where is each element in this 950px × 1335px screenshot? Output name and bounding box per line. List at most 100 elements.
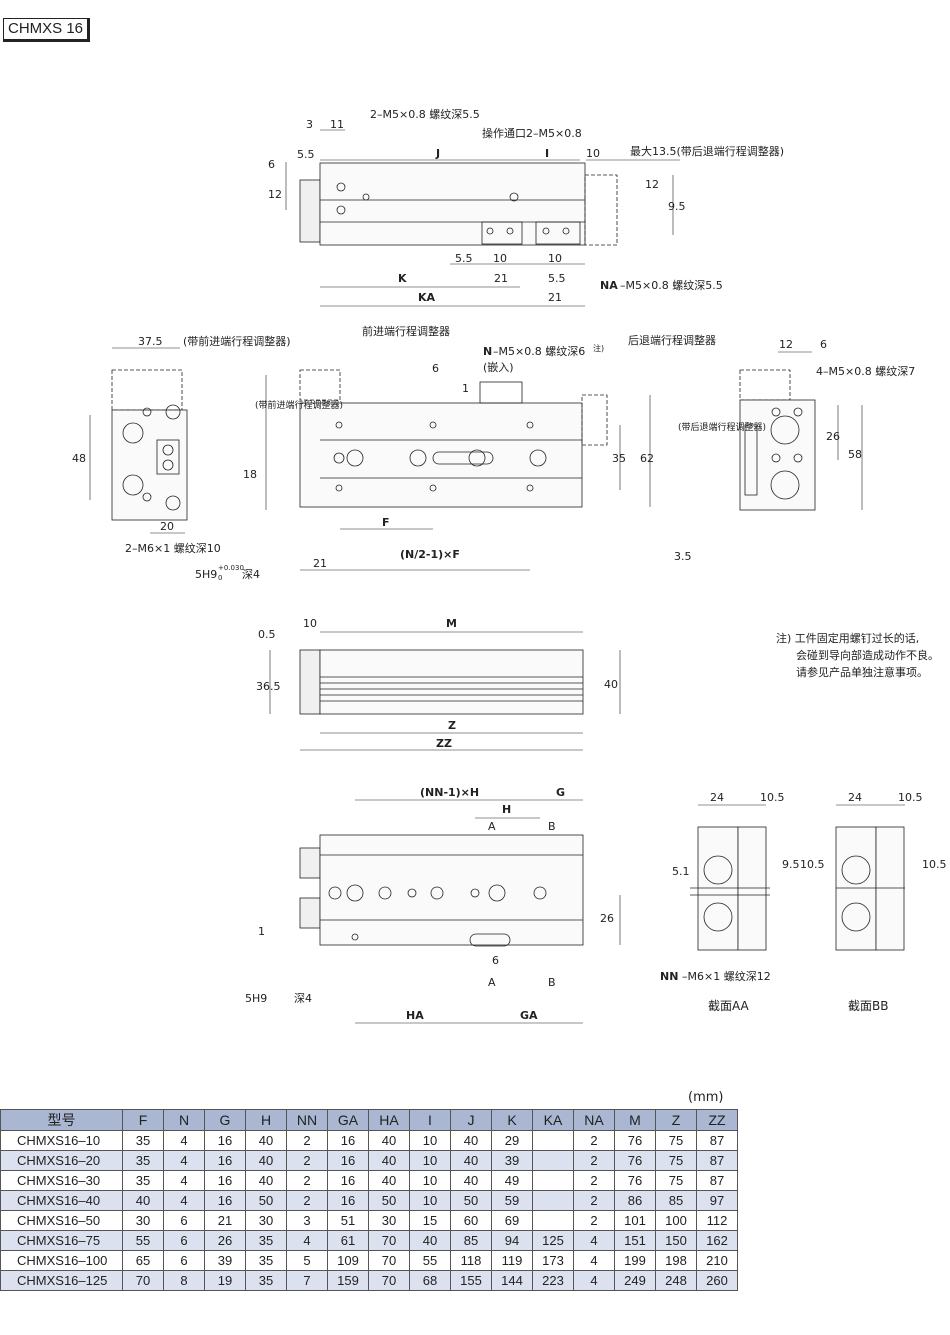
dim-35: 35 — [612, 452, 626, 465]
section-aa-outline — [690, 804, 770, 951]
dim-26b: 26 — [600, 912, 614, 925]
sec-dim-24b: 24 — [848, 791, 862, 804]
dim-5.5: 5.5 — [297, 148, 315, 161]
dim-GA: GA — [520, 1009, 538, 1022]
table-cell-model: CHMXS16–100 — [0, 1250, 123, 1271]
dim-1b: 1 — [258, 925, 265, 938]
vert-note-left: (带前进端行程调整器) — [255, 399, 343, 411]
table-cell: 65 — [122, 1250, 164, 1271]
dim-ZZ: ZZ — [436, 737, 452, 750]
dim-0.5: 0.5 — [258, 628, 276, 641]
table-cell: 49 — [491, 1170, 533, 1191]
table-cell: 69 — [491, 1210, 533, 1231]
note-line-3: 请参见产品单独注意事项。 — [796, 665, 928, 679]
table-cell: 75 — [655, 1150, 697, 1171]
table-cell: 16 — [327, 1170, 369, 1191]
col-HA: HA — [368, 1109, 410, 1131]
table-cell: 2 — [573, 1190, 615, 1211]
table-cell: 87 — [696, 1150, 738, 1171]
col-model: 型号 — [0, 1109, 123, 1131]
table-cell: 2 — [286, 1130, 328, 1151]
table-cell: 87 — [696, 1130, 738, 1151]
dim-12b: 12 — [645, 178, 659, 191]
table-cell: 101 — [614, 1210, 656, 1231]
unit-label: (mm) — [688, 1090, 724, 1105]
table-cell: 50 — [450, 1190, 492, 1211]
sec-dim-9.5: 9.5 — [782, 858, 800, 871]
sec-dim-24a: 24 — [710, 791, 724, 804]
table-cell: 2 — [573, 1130, 615, 1151]
table-cell: 4 — [573, 1230, 615, 1251]
dim-Z: Z — [448, 719, 456, 732]
top-view-outline — [299, 162, 618, 246]
note-line-2: 会碰到导向部造成动作不良。 — [796, 648, 939, 662]
dim-J: J — [435, 147, 440, 160]
dim-10b: 10 — [493, 252, 507, 265]
table-cell: 35 — [245, 1250, 287, 1271]
table-cell: 70 — [122, 1270, 164, 1291]
table-cell: 85 — [450, 1230, 492, 1251]
section-bb-outline — [835, 804, 905, 951]
table-cell: 39 — [204, 1250, 246, 1271]
dim-36.5: 36.5 — [256, 680, 281, 693]
dim-B-bottom: B — [548, 976, 556, 989]
col-J: J — [450, 1109, 492, 1131]
tol-upper-front: +0.030 — [218, 564, 244, 572]
table-cell: 40 — [450, 1150, 492, 1171]
table-cell: 75 — [655, 1170, 697, 1191]
table-cell-model: CHMXS16–20 — [0, 1150, 123, 1171]
table-cell: 10 — [409, 1190, 451, 1211]
rear-adjuster-label: 后退端行程调整器 — [628, 333, 716, 347]
dim-M: M — [446, 617, 457, 630]
dim-10: 10 — [586, 147, 600, 160]
table-cell — [532, 1150, 574, 1171]
col-G: G — [204, 1109, 246, 1131]
dim-10d: 10 — [303, 617, 317, 630]
table-cell: 87 — [696, 1170, 738, 1191]
front-center-outline — [299, 369, 608, 508]
table-cell-model: CHMXS16–50 — [0, 1210, 123, 1231]
table-cell: 6 — [163, 1210, 205, 1231]
dim-KA: KA — [418, 291, 436, 304]
table-cell: 2 — [573, 1170, 615, 1191]
table-cell: 30 — [245, 1210, 287, 1231]
table-cell: 223 — [532, 1270, 574, 1291]
table-header-row: 型号 F N G H NN GA HA I J K KA NA M Z ZZ — [0, 1109, 738, 1131]
table-cell: 112 — [696, 1210, 738, 1231]
table-cell: 16 — [327, 1150, 369, 1171]
table-cell: 7 — [286, 1270, 328, 1291]
dim-12c: 12 — [779, 338, 793, 351]
table-cell — [532, 1130, 574, 1151]
col-KA: KA — [532, 1109, 574, 1131]
col-F: F — [122, 1109, 164, 1131]
hole-note-bottom: 5H9 — [245, 992, 267, 1005]
table-cell: 2 — [573, 1150, 615, 1171]
table-cell: 15 — [409, 1210, 451, 1231]
table-cell: 35 — [122, 1150, 164, 1171]
tol-lower-front: 0 — [218, 574, 222, 582]
sec-dim-5.1: 5.1 — [672, 865, 690, 878]
table-cell: 76 — [614, 1150, 656, 1171]
table-cell: 4 — [163, 1190, 205, 1211]
table-cell: 144 — [491, 1270, 533, 1291]
table-cell: 118 — [450, 1250, 492, 1271]
dim-5.5b: 5.5 — [455, 252, 473, 265]
table-cell: 19 — [204, 1270, 246, 1291]
dim-1: 1 — [462, 382, 469, 395]
depth-bottom: 深4 — [294, 992, 312, 1005]
dim-HA: HA — [406, 1009, 424, 1022]
table-cell-model: CHMXS16–125 — [0, 1270, 123, 1291]
table-cell: 100 — [655, 1210, 697, 1231]
table-cell: 94 — [491, 1230, 533, 1251]
table-cell — [532, 1170, 574, 1191]
dim-3: 3 — [306, 118, 313, 131]
dim-58: 58 — [848, 448, 862, 461]
dim-20: 20 — [160, 520, 174, 533]
col-NN: NN — [286, 1109, 328, 1131]
dim-37.5: 37.5 — [138, 335, 163, 348]
table-cell: 40 — [450, 1130, 492, 1151]
